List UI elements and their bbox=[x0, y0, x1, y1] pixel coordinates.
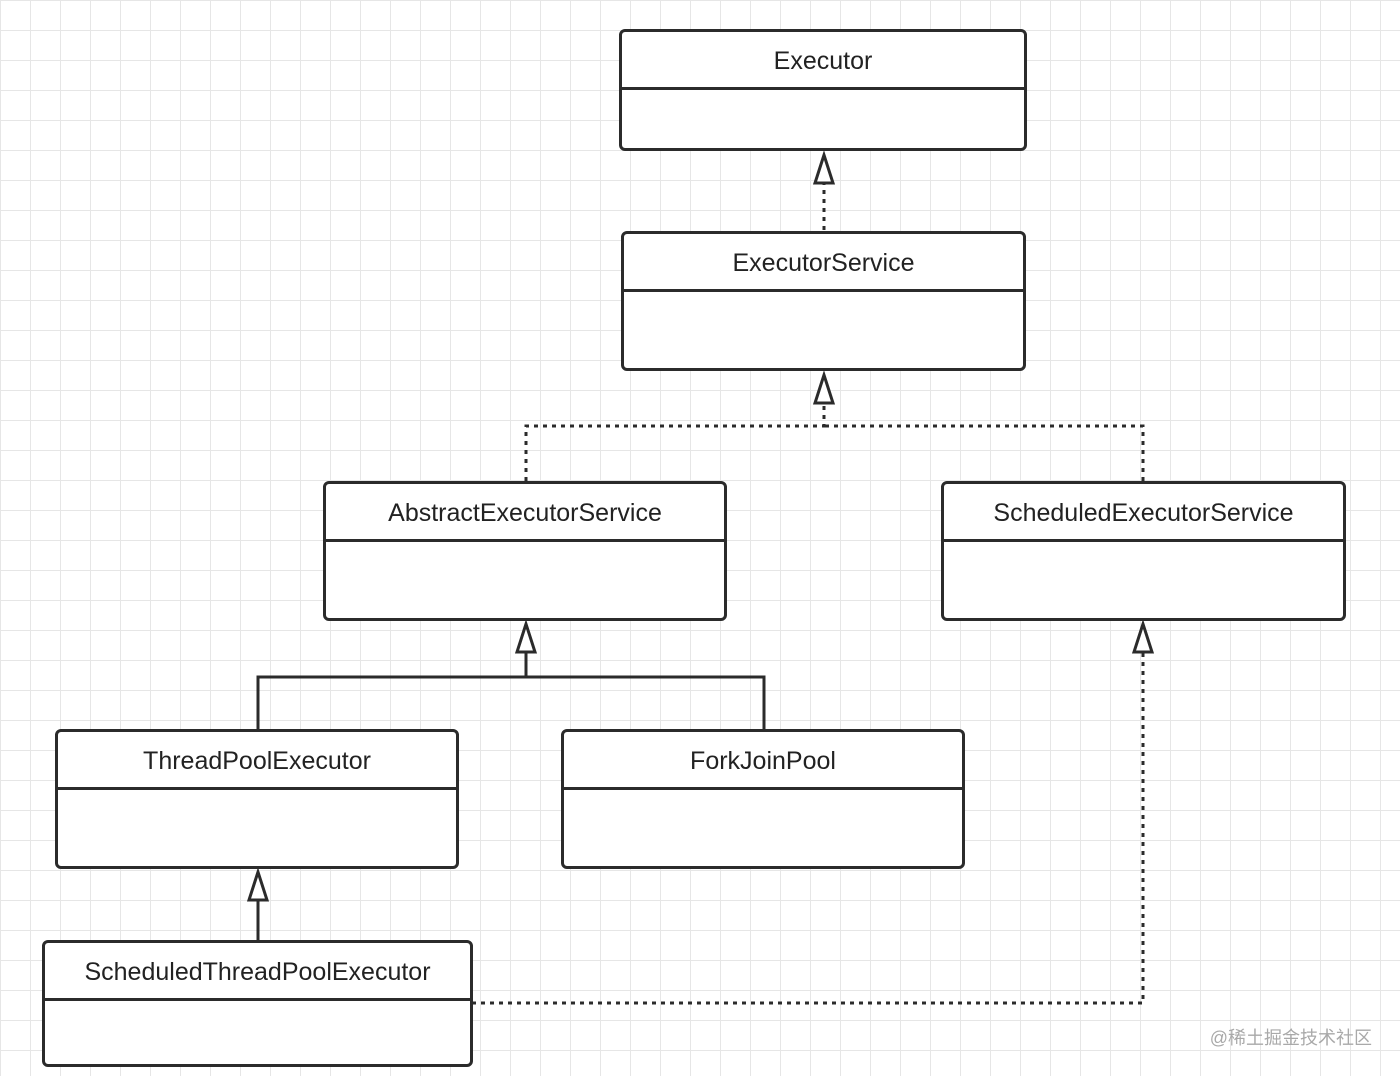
class-name-scheduledexecutorservice: ScheduledExecutorService bbox=[944, 484, 1343, 542]
edge-forkjoinpool-to-abstractexecutorservice bbox=[526, 675, 766, 729]
class-name-threadpoolexecutor: ThreadPoolExecutor bbox=[58, 732, 456, 790]
class-name-forkjoinpool: ForkJoinPool bbox=[564, 732, 962, 790]
edge-abstractexecutorservice-to-executorservice bbox=[524, 403, 826, 481]
hollow-arrowhead-threadpoolexecutor bbox=[246, 867, 270, 902]
class-box-executorservice[interactable]: ExecutorService bbox=[621, 231, 1026, 371]
class-box-abstractexecutorservice[interactable]: AbstractExecutorService bbox=[323, 481, 727, 621]
class-box-forkjoinpool[interactable]: ForkJoinPool bbox=[561, 729, 965, 869]
class-box-threadpoolexecutor[interactable]: ThreadPoolExecutor bbox=[55, 729, 459, 869]
class-name-executorservice: ExecutorService bbox=[624, 234, 1023, 292]
class-box-scheduledthreadpoolexecutor[interactable]: ScheduledThreadPoolExecutor bbox=[42, 940, 473, 1067]
edge-scheduledexecutorservice-to-executorservice bbox=[824, 424, 1145, 481]
class-name-executor: Executor bbox=[622, 32, 1024, 90]
hollow-arrowhead-executorservice bbox=[812, 370, 836, 405]
class-box-executor[interactable]: Executor bbox=[619, 29, 1027, 151]
class-box-scheduledexecutorservice[interactable]: ScheduledExecutorService bbox=[941, 481, 1346, 621]
class-name-scheduledthreadpoolexecutor: ScheduledThreadPoolExecutor bbox=[45, 943, 470, 1001]
hollow-arrowhead-executor bbox=[812, 150, 836, 185]
edge-threadpoolexecutor-to-abstractexecutorservice bbox=[256, 652, 528, 729]
class-name-abstractexecutorservice: AbstractExecutorService bbox=[326, 484, 724, 542]
hollow-arrowhead-scheduledexecutorservice bbox=[1131, 619, 1155, 654]
watermark-text: @稀土掘金技术社区 bbox=[1209, 1028, 1372, 1048]
hollow-arrowhead-abstractexecutorservice bbox=[514, 619, 538, 654]
